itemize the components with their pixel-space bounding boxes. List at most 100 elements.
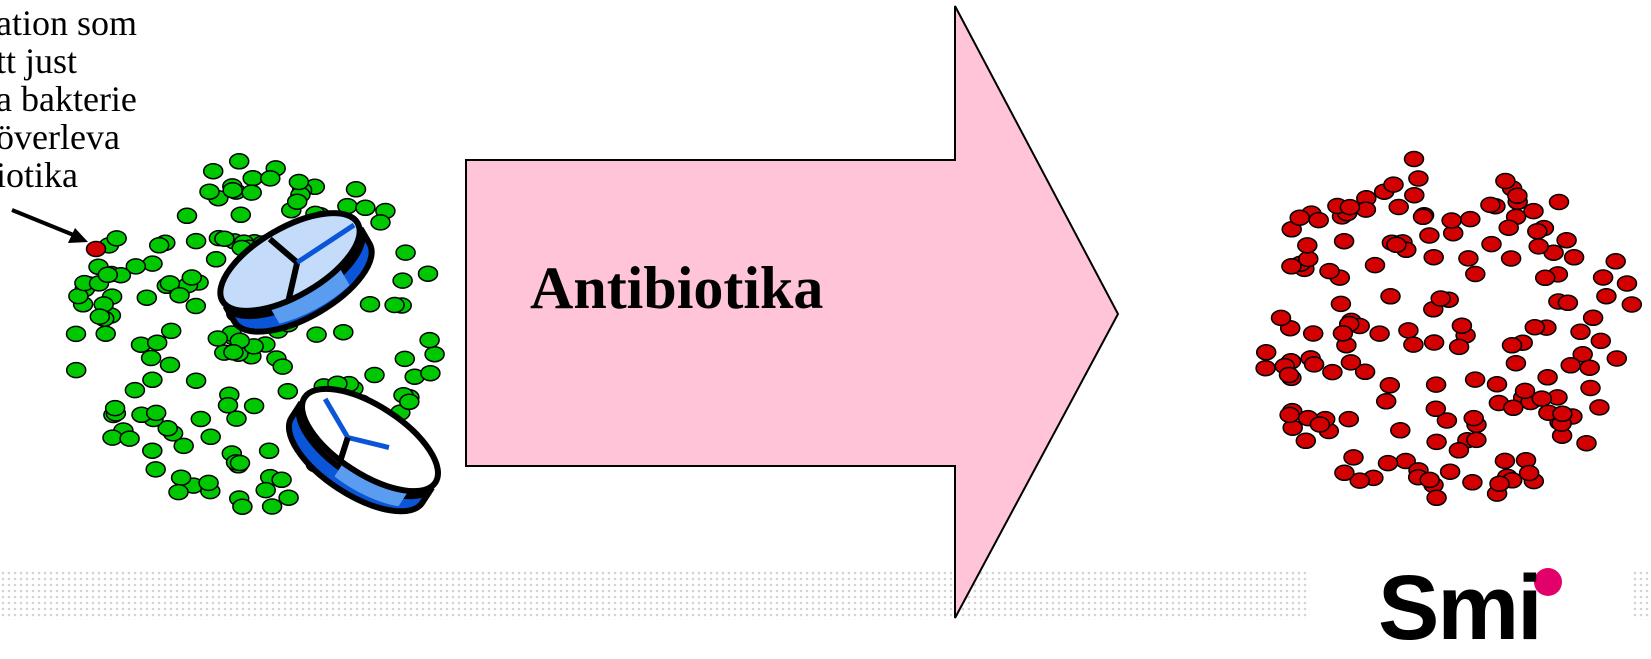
susceptible-bacterium [174,438,193,453]
resistant-bacterium [1488,377,1507,392]
resistant-bacterium [1504,400,1523,415]
resistant-bacterium [1524,204,1543,219]
resistant-bacterium [1482,237,1501,252]
susceptible-bacterium [98,267,117,282]
susceptible-bacterium [224,345,243,360]
susceptible-bacterium [204,164,223,179]
resistant-bacterium [1502,251,1521,266]
logo-text: Smi [1378,562,1541,654]
susceptible-bacterium [242,185,261,200]
resistant-bacterium [1467,432,1486,447]
resistant-bacterium [1426,401,1445,416]
susceptible-bacterium [207,252,226,267]
susceptible-bacterium [106,401,125,416]
susceptible-bacterium [395,351,414,366]
resistant-bacterium [1525,320,1544,335]
susceptible-bacterium [143,256,162,271]
resistant-bacterium [1622,297,1641,312]
resistant-bacterium [1280,368,1299,383]
susceptible-bacterium [90,309,109,324]
susceptible-bacterium [201,429,220,444]
resistant-bacterium [1441,464,1460,479]
resistant-bacterium [1427,434,1446,449]
susceptible-bacterium [125,383,144,398]
resistant-bacterium [1299,252,1318,267]
resistant-bacterium [1341,355,1360,370]
resistant-bacterium [1387,237,1406,252]
resistant-bacterium [1333,326,1352,341]
resistant-bacterium [1449,443,1468,458]
resistant-bacterium [1442,213,1461,228]
resistant-bacterium [1380,378,1399,393]
resistant-bacterium [1404,337,1423,352]
resistant-bacterium [1536,270,1555,285]
susceptible-bacterium [256,483,275,498]
resistant-bacterium [1257,345,1276,360]
susceptible-bacterium [288,194,307,209]
susceptible-bacterium [334,325,353,340]
resistant-bacterium [1414,209,1433,224]
resistant-bacterium [1499,220,1518,235]
susceptible-bacterium [421,366,440,381]
resistant-bacterium [1405,188,1424,203]
footer-dot-band [0,570,1310,620]
resistant-bacterium [1565,250,1584,265]
susceptible-bacterium [146,462,165,477]
susceptible-bacterium [199,475,218,490]
resistant-bacterium [1290,210,1309,225]
susceptible-bacterium [263,499,282,514]
pill-icon [273,369,454,531]
susceptible-bacterium [107,231,126,246]
resistant-bacterium [1366,258,1385,273]
resistant-bacterium [1340,200,1359,215]
susceptible-bacterium [361,297,380,312]
susceptible-bacterium [420,333,439,348]
resistant-bacterium [1304,326,1323,341]
resistant-bacterium [1310,417,1329,432]
resistant-bacterium [1495,453,1514,468]
resistant-bacterium [1379,456,1398,471]
resistant-bacterium [1298,238,1317,253]
resistant-bacterium [1528,224,1547,239]
resistant-bacterium [1577,436,1596,451]
resistant-bacterium [1384,177,1403,192]
resistant-bacterium [1597,289,1616,304]
susceptible-bacterium [120,431,139,446]
resistant-bacterium [1459,251,1478,266]
susceptible-bacterium [172,470,191,485]
susceptible-bacterium [148,335,167,350]
resistant-bacterium [1370,326,1389,341]
resistant-bacterium [1323,365,1342,380]
susceptible-bacterium [215,231,234,246]
susceptible-bacterium [279,490,298,505]
susceptible-bacterium [278,384,297,399]
resistant-bacterium [1508,188,1527,203]
susceptible-bacterium [231,207,250,222]
susceptible-bacterium [243,171,262,186]
resistant-bacterium [1331,296,1350,311]
pointer-arrow [12,210,88,243]
susceptible-bacterium [260,443,279,458]
resistant-bacterium [1450,339,1469,354]
resistant-bacterium [1463,475,1482,490]
susceptible-bacterium [393,273,412,288]
resistant-bacterium [1409,171,1428,186]
susceptible-bacterium [143,443,162,458]
susceptible-bacterium [385,298,404,313]
susceptible-bacterium [137,290,156,305]
susceptible-bacterium [162,323,181,338]
resistant-bacterium [1425,335,1444,350]
resistant-bacterium [1606,254,1625,269]
susceptible-bacterium [219,398,238,413]
resistant-bacterium [1503,338,1522,353]
resistant-bacterium [1461,212,1480,227]
annotation-text: ation somtt justa bakterieöverlevaiotika [0,4,137,194]
susceptible-bacterium [273,359,292,374]
resistant-bacterium [1420,472,1439,487]
susceptible-bacterium [272,472,291,487]
susceptible-bacterium [169,485,188,500]
annotation-line: iotika [0,156,137,194]
susceptible-bacterium [245,399,264,414]
footer-dot-band-right [1632,570,1651,620]
resistant-bacterium [1272,310,1291,325]
